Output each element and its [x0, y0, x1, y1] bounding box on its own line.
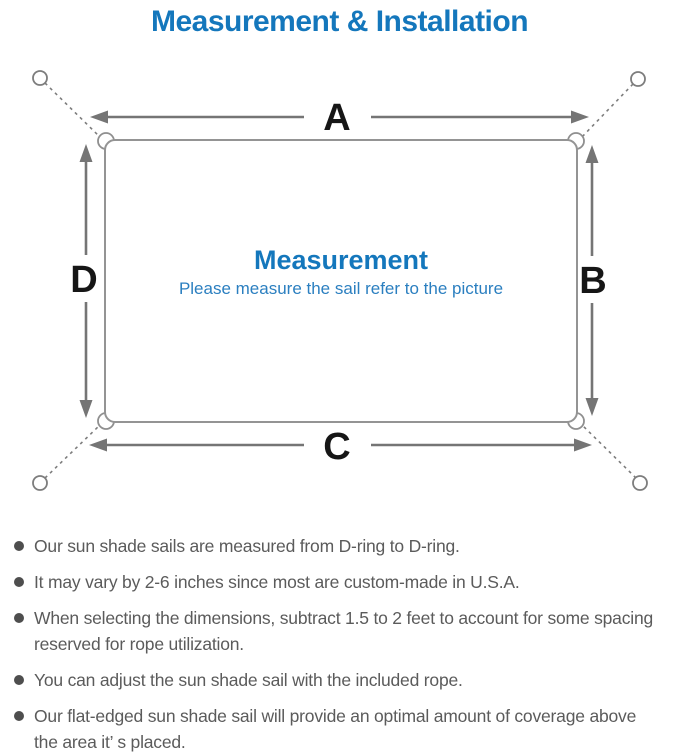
dimension-label-b: B	[579, 260, 606, 302]
arrow-d-top-head	[79, 144, 93, 162]
bullet-dot	[14, 541, 24, 551]
notes-list: Our sun shade sails are measured from D-…	[0, 533, 679, 755]
arrow-a-right-head	[571, 110, 589, 124]
bullet-dot	[14, 613, 24, 623]
bullet-dot	[14, 675, 24, 685]
note-item: Our flat-edged sun shade sail will provi…	[14, 703, 673, 755]
note-text: When selecting the dimensions, subtract …	[34, 608, 654, 654]
anchor-circle-bottom-left	[32, 475, 48, 491]
arrow-c-right-head	[574, 438, 592, 452]
rope-line-bottom-left	[44, 423, 102, 479]
rope-line-top-right	[579, 83, 634, 140]
dimension-label-c: C	[323, 426, 350, 468]
diagram-center-heading: Measurement	[254, 245, 428, 275]
note-item: It may vary by 2-6 inches since most are…	[14, 569, 673, 595]
note-text: It may vary by 2-6 inches since most are…	[34, 572, 520, 592]
page-title: Measurement & Installation	[150, 5, 529, 38]
sail-rectangle	[104, 139, 578, 423]
anchor-circle-top-right	[630, 71, 646, 87]
note-text: Our flat-edged sun shade sail will provi…	[34, 706, 637, 752]
note-item: You can adjust the sun shade sail with t…	[14, 667, 673, 693]
dimension-label-d: D	[70, 259, 97, 301]
infographic-page: Measurement & Installation	[0, 5, 679, 752]
rope-line-top-left	[44, 82, 103, 140]
arrow-c-left-head	[89, 438, 107, 452]
arrow-d-bottom-head	[79, 400, 93, 418]
note-text: You can adjust the sun shade sail with t…	[34, 670, 463, 690]
note-item: Our sun shade sails are measured from D-…	[14, 533, 673, 559]
arrow-b-top-head	[585, 145, 599, 163]
diagram-center-subtitle: Please measure the sail refer to the pic…	[179, 279, 503, 298]
arrow-b-bottom-head	[585, 398, 599, 416]
dimension-label-a: A	[323, 97, 350, 139]
note-item: When selecting the dimensions, subtract …	[14, 605, 673, 657]
arrow-a-left-head	[90, 110, 108, 124]
bullet-dot	[14, 711, 24, 721]
anchor-circle-top-left	[32, 70, 48, 86]
bullet-dot	[14, 577, 24, 587]
anchor-circle-bottom-right	[632, 475, 648, 491]
note-text: Our sun shade sails are measured from D-…	[34, 536, 460, 556]
measurement-diagram: A C D B Measurement Please measure the s…	[0, 60, 679, 520]
rope-line-bottom-right	[580, 423, 637, 479]
